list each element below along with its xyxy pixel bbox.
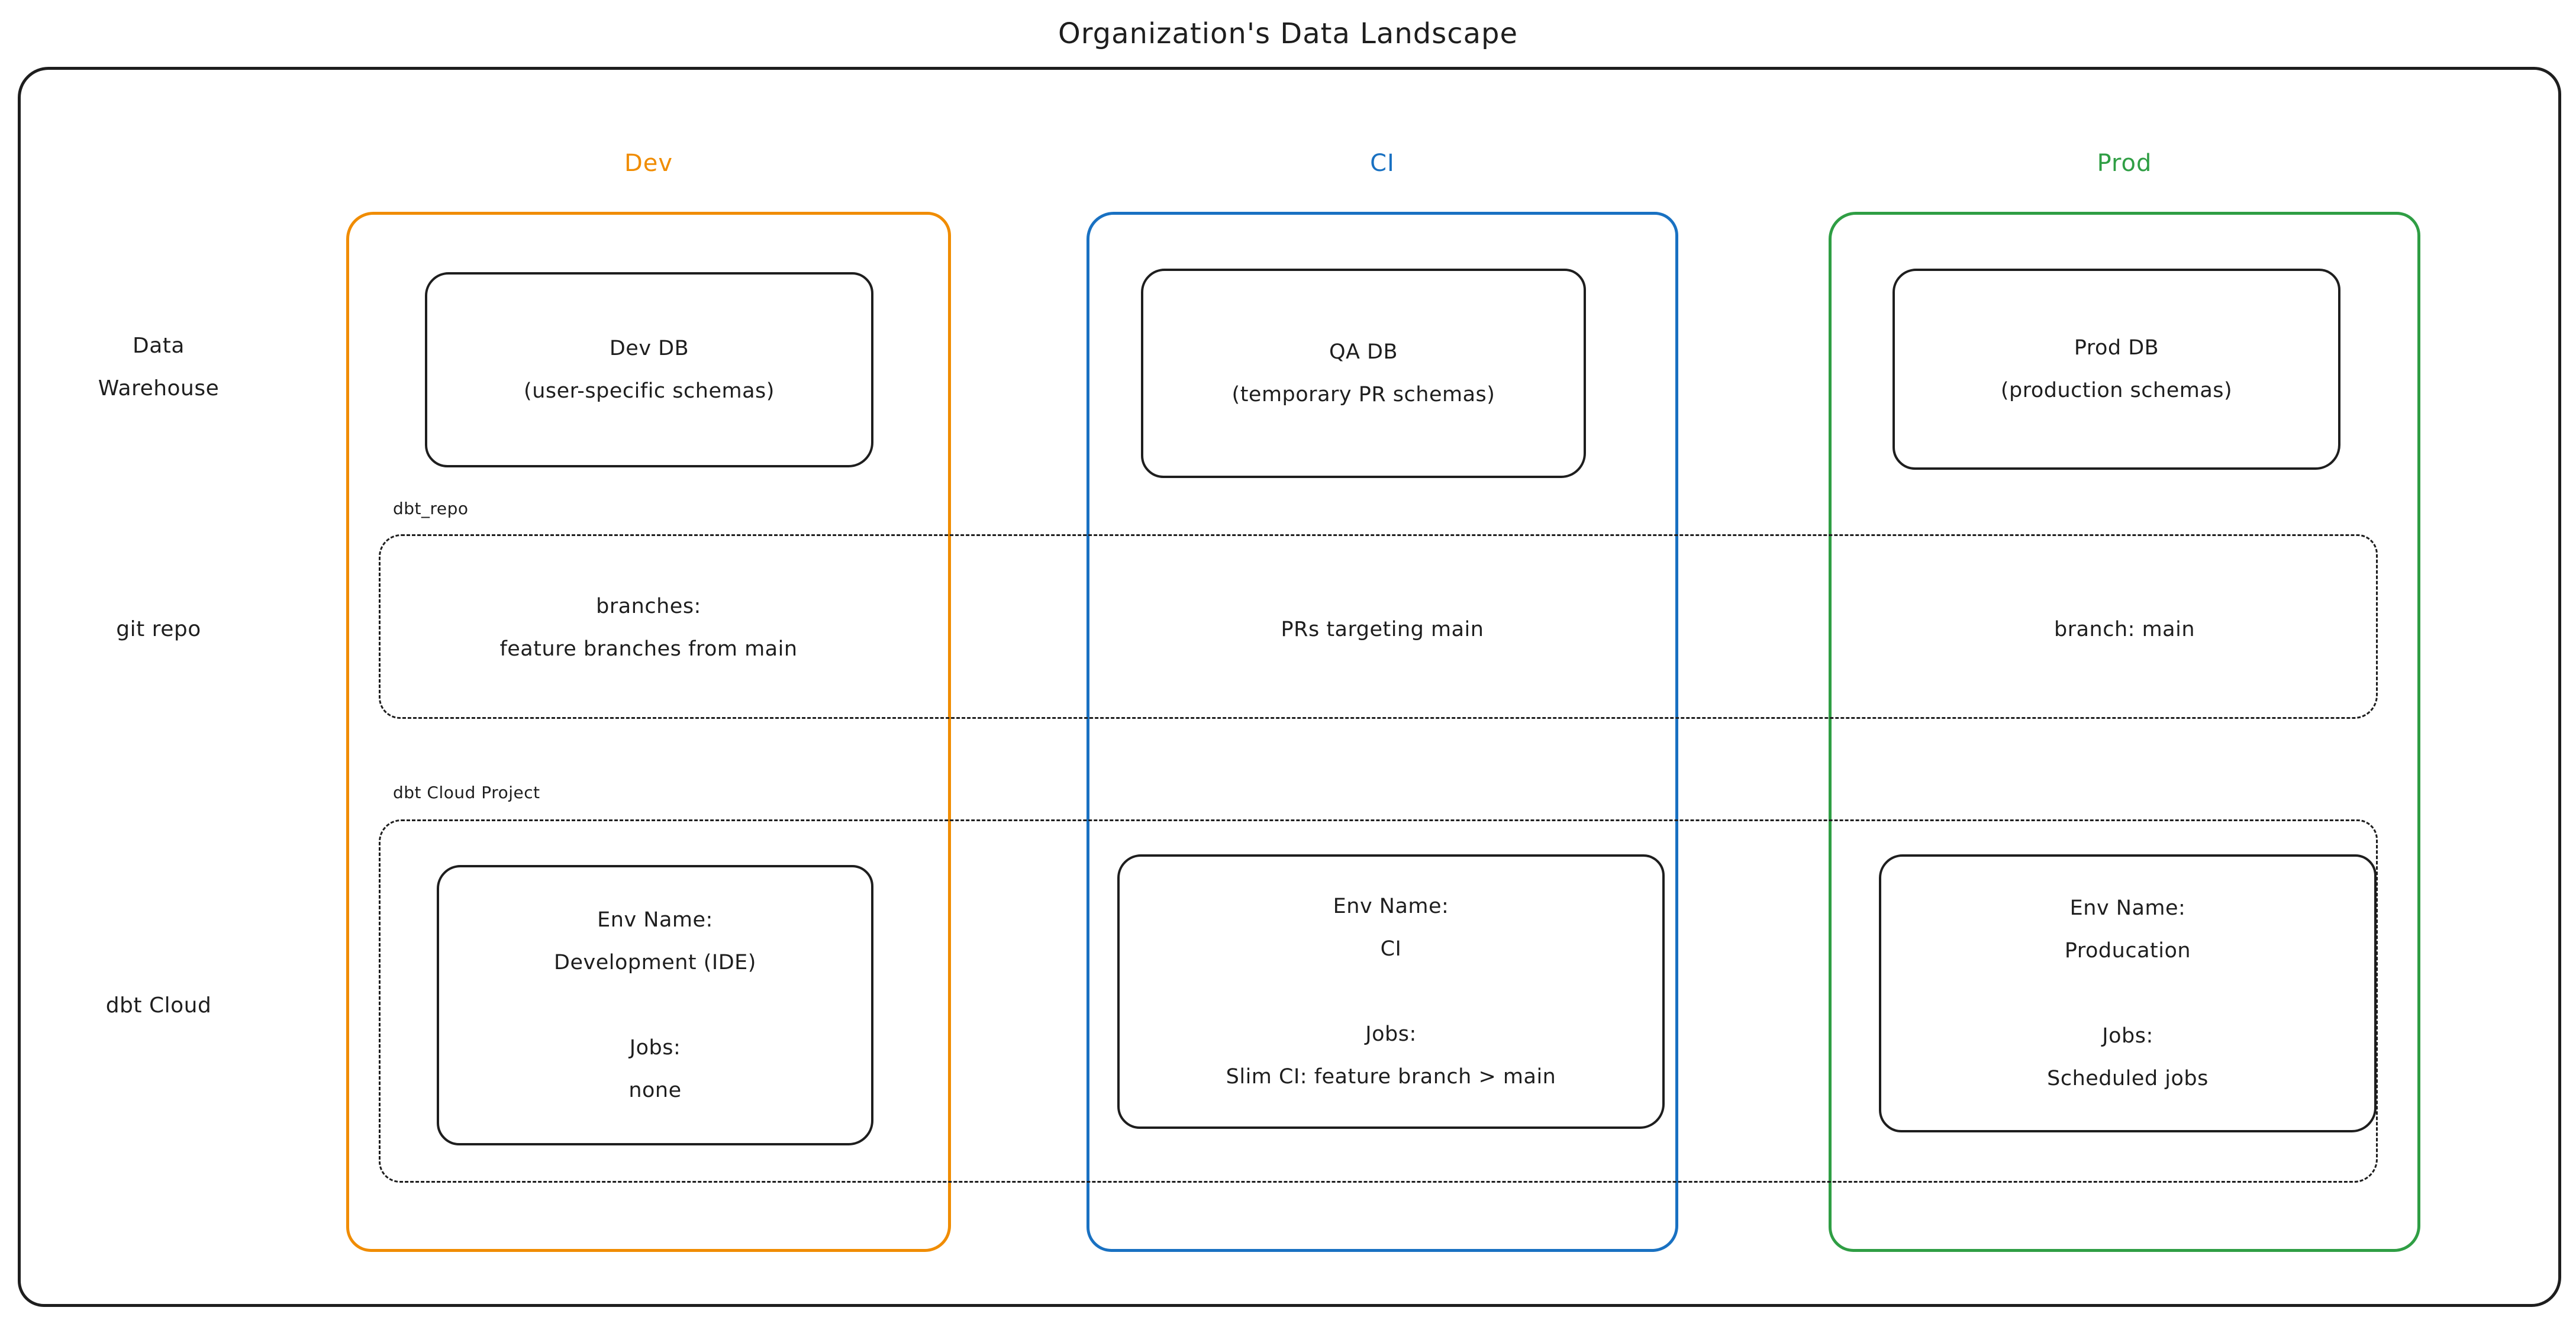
dev-environment-details: Env Name: Development (IDE) Jobs: none	[554, 908, 756, 1102]
ci-environment-box: Env Name: CI Jobs: Slim CI: feature bran…	[1117, 854, 1665, 1129]
prod-environment-details: Env Name: Producation Jobs: Scheduled jo…	[2047, 896, 2209, 1090]
dev-environment-box: Env Name: Development (IDE) Jobs: none	[437, 865, 873, 1145]
dbt-cloud-project-group-label: dbt Cloud Project	[393, 783, 540, 802]
git-repo-prod-note: branch: main	[2053, 618, 2195, 641]
dev-db-box: Dev DB (user-specific schemas)	[425, 272, 873, 467]
qa-db-label: QA DB (temporary PR schemas)	[1231, 340, 1495, 406]
row-label-git-repo: git repo	[116, 617, 201, 641]
prod-column-container	[1829, 212, 2420, 1252]
dev-column-container	[346, 212, 951, 1252]
prod-db-label: Prod DB (production schemas)	[2000, 336, 2233, 402]
git-repo-ci-note: PRs targeting main	[1281, 618, 1484, 641]
dbt-repo-group-box	[379, 534, 2378, 719]
ci-environment-details: Env Name: CI Jobs: Slim CI: feature bran…	[1226, 895, 1556, 1089]
git-repo-dev-note: branches: feature branches from main	[499, 595, 798, 661]
dev-db-label: Dev DB (user-specific schemas)	[524, 337, 775, 403]
prod-environment-box: Env Name: Producation Jobs: Scheduled jo…	[1879, 854, 2377, 1132]
row-label-dbt-cloud: dbt Cloud	[105, 993, 212, 1018]
qa-db-box: QA DB (temporary PR schemas)	[1141, 269, 1586, 478]
diagram-title: Organization's Data Landscape	[1058, 17, 1518, 50]
row-label-data-warehouse: Data Warehouse	[98, 334, 220, 401]
ci-column-header: CI	[1370, 150, 1395, 177]
outer-frame	[18, 67, 2561, 1307]
prod-db-box: Prod DB (production schemas)	[1892, 269, 2340, 470]
prod-column-header: Prod	[2097, 150, 2152, 177]
dbt-cloud-project-group-box	[379, 819, 2378, 1183]
dev-column-header: Dev	[624, 150, 673, 177]
ci-column-container	[1087, 212, 1678, 1252]
dbt-repo-group-label: dbt_repo	[393, 499, 469, 518]
